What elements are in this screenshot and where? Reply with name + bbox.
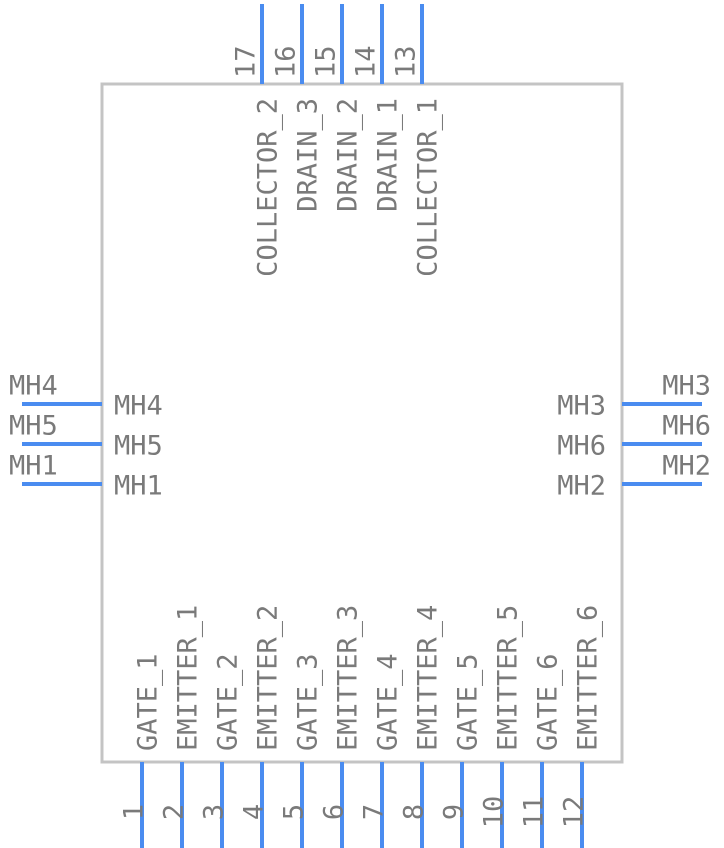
pin-label-emitter-5: EMITTER_5 <box>493 605 524 751</box>
pin-label-gate-2: GATE_2 <box>213 653 244 751</box>
pin-label-mh6: MH6 <box>557 431 606 462</box>
pin-9-number: 9 <box>439 804 470 820</box>
pin-2-number: 2 <box>159 804 190 820</box>
pin-label-emitter-3: EMITTER_3 <box>333 605 364 751</box>
pin-group: 1 GATE_1 2 EMITTER_1 3 GATE_2 4 EMITTER_2 5 GATE_… <box>9 4 711 848</box>
pin-4-number: 4 <box>239 804 270 820</box>
pin-14-number: 14 <box>351 45 382 78</box>
pin-5-number: 5 <box>279 804 310 820</box>
pin-17-number: 17 <box>231 45 262 78</box>
pin-15-number: 15 <box>311 45 342 78</box>
pin-label-drain-1: DRAIN_1 <box>373 98 404 212</box>
pin-label-gate-5: GATE_5 <box>453 653 484 751</box>
pin-label-gate-4: GATE_4 <box>373 653 404 751</box>
pin-label-drain-2: DRAIN_2 <box>333 98 364 212</box>
pin-label-emitter-1: EMITTER_1 <box>173 605 204 751</box>
component-body <box>100 82 624 764</box>
pin-mh2-number: MH2 <box>662 451 711 482</box>
pin-mh4-number: MH4 <box>9 371 58 402</box>
pin-label-collector-2: COLLECTOR_2 <box>253 98 284 277</box>
pin-label-gate-6: GATE_6 <box>533 653 564 751</box>
pin-mh3-number: MH3 <box>662 371 711 402</box>
pin-mh5-number: MH5 <box>9 411 58 442</box>
pin-mh1-number: MH1 <box>9 451 58 482</box>
pin-label-gate-1: GATE_1 <box>133 653 164 751</box>
pin-10-number: 10 <box>479 796 510 829</box>
pin-label-emitter-4: EMITTER_4 <box>413 605 444 751</box>
pin-1-number: 1 <box>119 804 150 820</box>
pin-11-number: 11 <box>519 796 550 829</box>
pin-label-mh5: MH5 <box>114 431 163 462</box>
pin-label-emitter-6: EMITTER_6 <box>573 605 604 751</box>
pin-label-emitter-2: EMITTER_2 <box>253 605 284 751</box>
pin-6-number: 6 <box>319 804 350 820</box>
pin-label-drain-3: DRAIN_3 <box>293 98 324 212</box>
pin-label-mh4: MH4 <box>114 391 163 422</box>
pin-13-number: 13 <box>391 45 422 78</box>
pin-label-mh1: MH1 <box>114 471 163 502</box>
pin-mh6-number: MH6 <box>662 411 711 442</box>
pin-16-number: 16 <box>271 45 302 78</box>
pin-7-number: 7 <box>359 804 390 820</box>
pin-12-number: 12 <box>559 796 590 829</box>
pin-label-collector-1: COLLECTOR_1 <box>413 98 444 277</box>
pin-label-mh3: MH3 <box>557 391 606 422</box>
pin-label-mh2: MH2 <box>557 471 606 502</box>
pin-8-number: 8 <box>399 804 430 820</box>
pin-3-number: 3 <box>199 804 230 820</box>
pin-label-gate-3: GATE_3 <box>293 653 324 751</box>
